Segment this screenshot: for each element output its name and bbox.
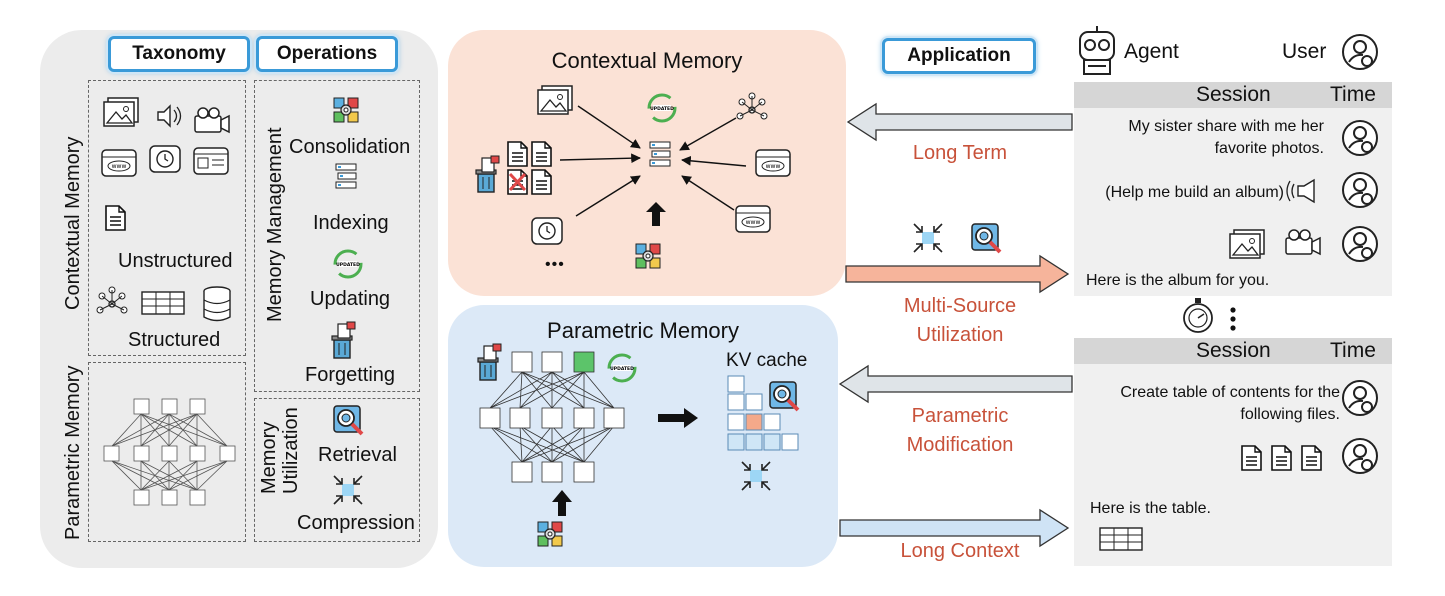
ctx-up-arrow <box>646 202 666 226</box>
ctx-arrows <box>559 105 747 217</box>
ctx-ellipsis: ••• <box>545 256 565 273</box>
ctx-deleted-doc-icon <box>507 169 528 195</box>
browser-icon <box>193 147 229 175</box>
small-network-icon <box>103 398 236 506</box>
parametric-modification-label: Parametric Modification <box>880 402 1040 460</box>
contextual-memory-title: Contextual Memory <box>551 48 743 73</box>
param-mod-line2: Modification <box>906 434 1014 456</box>
par-up-arrow <box>552 490 572 516</box>
memory-management-box <box>254 80 420 392</box>
unstructured-label: Unstructured <box>118 250 233 272</box>
session-title-1: Session <box>1196 83 1271 106</box>
session-header-1: Session Time <box>1074 82 1392 108</box>
param-mod-line1: Parametric <box>911 405 1009 427</box>
indexing-label: Indexing <box>313 212 389 234</box>
session2-table-icon <box>1099 527 1143 551</box>
taxonomy-tag: Taxonomy <box>108 36 250 72</box>
session-title-2: Session <box>1196 339 1271 362</box>
session1-msg2: (Help me build an album) <box>1105 184 1284 201</box>
long-term-label: Long Term <box>912 142 1008 164</box>
neural-network <box>479 351 625 483</box>
structured-label: Structured <box>128 329 221 351</box>
session2-user-icon-2 <box>1342 438 1378 474</box>
session-header-2: Session Time <box>1074 338 1392 364</box>
stopwatch-icon <box>1183 298 1213 333</box>
session2-doc-icon-1 <box>1241 445 1262 471</box>
user-label: User <box>1282 40 1327 63</box>
long-context-label: Long Context <box>900 540 1020 562</box>
long-context-arrow <box>839 508 1070 548</box>
robot-icon <box>1079 26 1115 75</box>
to-kv-arrow <box>658 408 698 428</box>
speaker-icon <box>157 104 182 128</box>
session1-msg1-line1: My sister share with me her <box>1128 118 1324 135</box>
consolidation-label: Consolidation <box>289 136 411 158</box>
updating-label: Updating <box>310 288 391 310</box>
contextual-memory-box <box>88 80 246 356</box>
session2-msg1: Create table of contents for the followi… <box>1080 382 1340 426</box>
time-title-2: Time <box>1330 339 1376 362</box>
operations-tag: Operations <box>256 36 398 72</box>
session2-doc-icon-3 <box>1301 445 1322 471</box>
memory-utilization-box <box>254 398 420 542</box>
parametric-memory-title: Parametric Memory <box>547 318 739 343</box>
multi-source-line2: Utilization <box>916 324 1004 346</box>
voice-speaker-icon <box>1286 178 1315 204</box>
application-tag: Application <box>882 38 1036 74</box>
kv-cache-label: KV cache <box>726 350 808 371</box>
compression-label: Compression <box>297 512 415 534</box>
session-panel-1: Session Time <box>1074 82 1392 296</box>
agent-label: Agent <box>1124 40 1179 63</box>
session2-doc-icon-2 <box>1271 445 1292 471</box>
multi-source-line1: Multi-Source <box>903 295 1017 317</box>
parametric-memory-box <box>88 362 246 542</box>
session2-msg1-line2: following files. <box>1240 406 1340 423</box>
time-title-1: Time <box>1330 83 1376 106</box>
retrieval-label: Retrieval <box>318 444 397 466</box>
session2-msg1-line1: Create table of contents for the <box>1120 384 1340 401</box>
session1-msg1: My sister share with me her favorite pho… <box>1080 116 1324 160</box>
long-term-arrow <box>846 102 1073 142</box>
session2-reply: Here is the table. <box>1090 500 1211 517</box>
session1-msg1-line2: favorite photos. <box>1214 140 1324 157</box>
session1-reply: Here is the album for you. <box>1086 272 1270 289</box>
multi-source-label: Multi-Source Utilization <box>880 292 1040 350</box>
multi-source-arrow <box>845 254 1070 294</box>
vertical-ellipsis-icon <box>1230 307 1236 331</box>
session2-user-icon-1 <box>1342 380 1378 416</box>
kv-cache-grid <box>727 375 799 451</box>
forgetting-label: Forgetting <box>305 364 396 386</box>
parametric-modification-arrow <box>838 364 1073 404</box>
